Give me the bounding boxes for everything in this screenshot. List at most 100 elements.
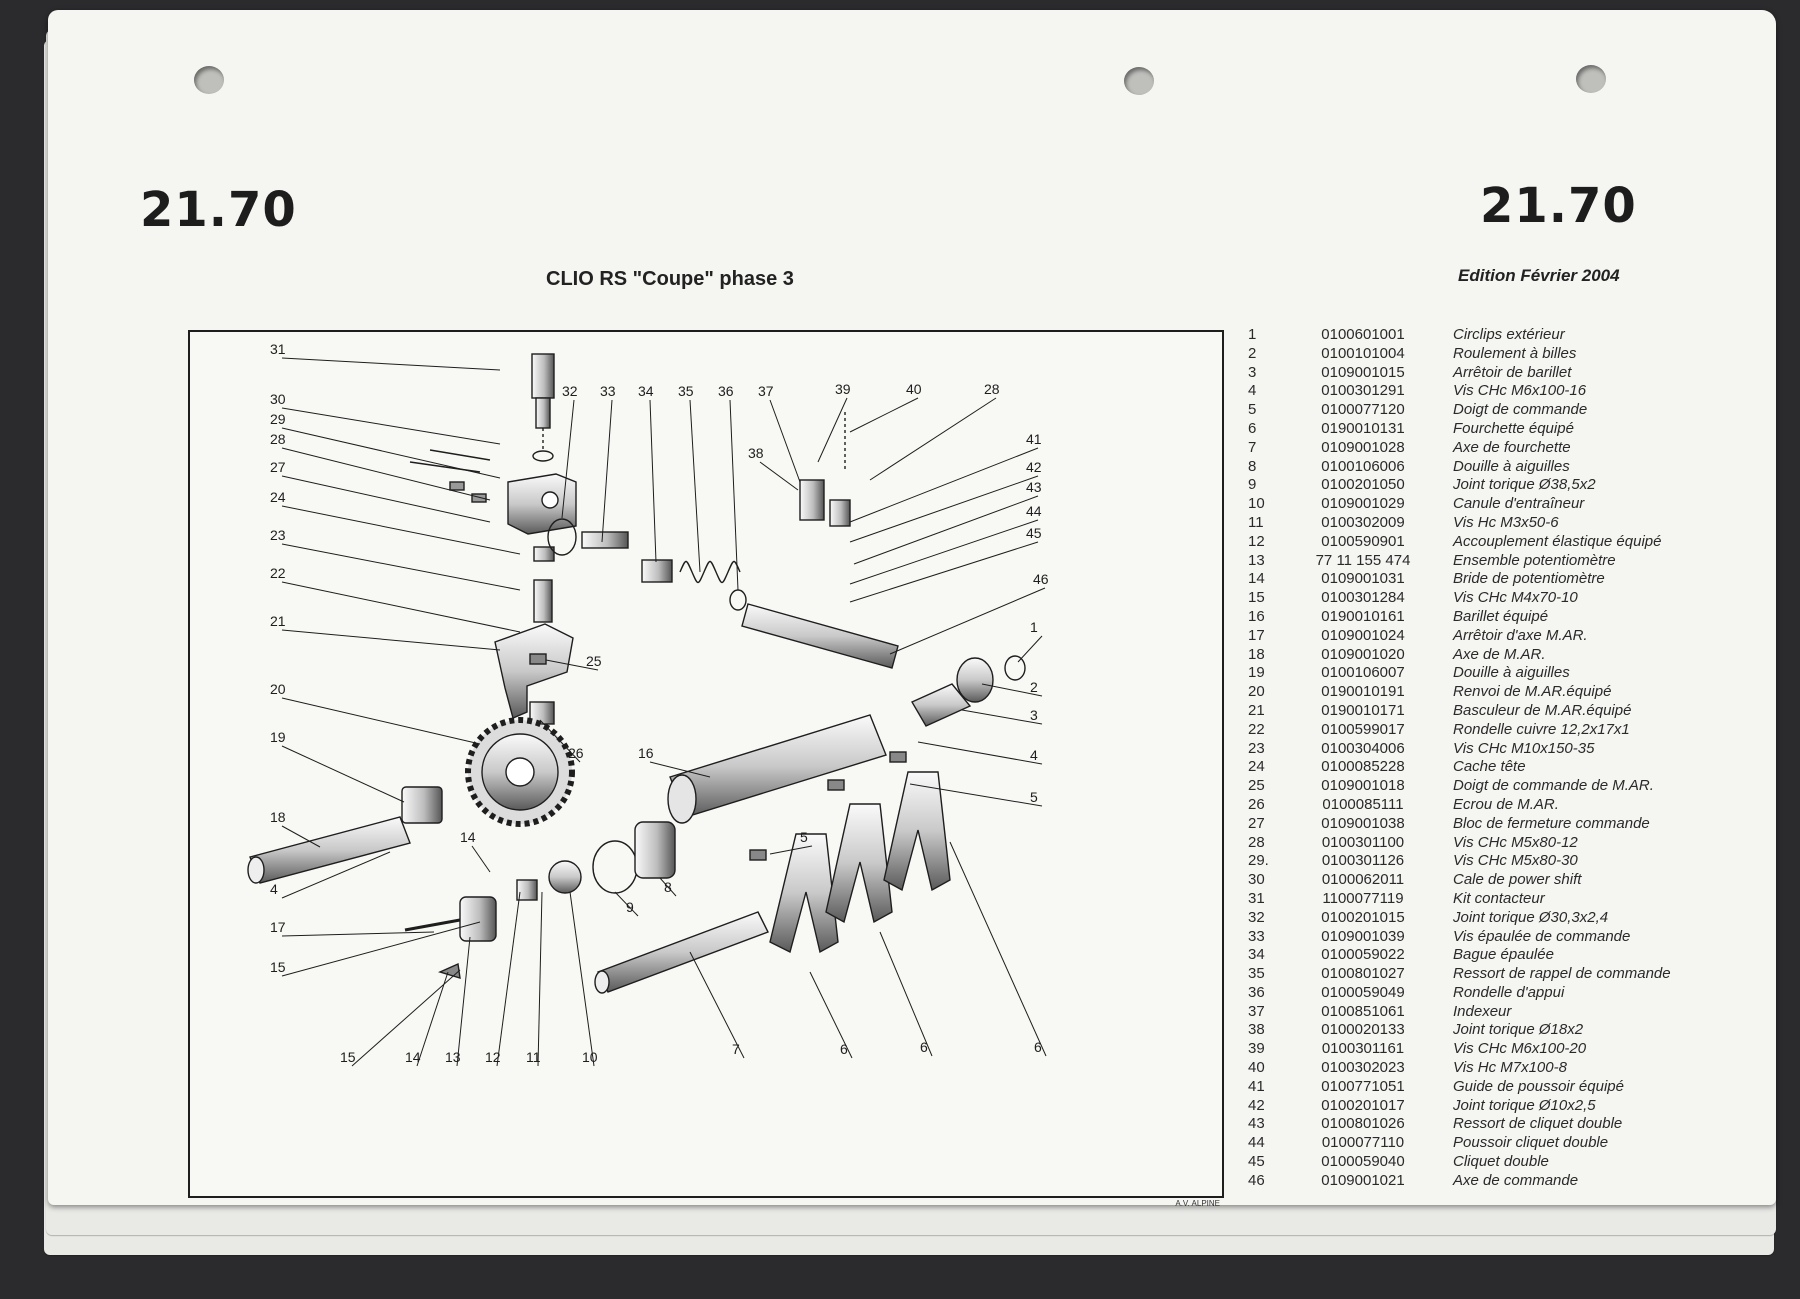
part-designation: Cache tête — [1453, 758, 1526, 776]
callout-leader-line — [614, 891, 639, 917]
part-designation: Poussoir cliquet double — [1453, 1134, 1609, 1152]
part-number: 36 — [1248, 983, 1265, 1001]
callout-leader-line — [849, 447, 1039, 523]
part-callout: 15 — [340, 1049, 356, 1065]
callout-leader-line — [659, 877, 677, 897]
part-number: 32 — [1248, 908, 1265, 926]
part-number: 35 — [1248, 965, 1265, 983]
callout-leader-line — [281, 357, 501, 371]
part-number: 6 — [1248, 419, 1257, 437]
part-designation: Vis CHc M6x100-20 — [1453, 1040, 1587, 1058]
part-number: 37 — [1248, 1002, 1265, 1020]
part-callout: 28 — [984, 381, 1000, 397]
part-designation: Accouplement élastique équipé — [1453, 532, 1662, 550]
part-callout: 22 — [270, 565, 286, 581]
callout-leader-line — [769, 399, 801, 483]
callout-leader-line — [689, 399, 701, 573]
part-callout: 11 — [526, 1049, 541, 1065]
part-number: 2 — [1248, 344, 1257, 362]
part-number: 20 — [1248, 683, 1265, 701]
part-callout: 4 — [270, 881, 278, 897]
part-number: 5 — [1248, 401, 1257, 419]
callout-leader-line — [416, 971, 449, 1067]
callout-leader-line — [961, 709, 1043, 725]
callout-leader-line — [281, 475, 491, 523]
binder-hole — [1576, 65, 1606, 93]
part-callout: 31 — [270, 341, 286, 357]
callout-leader-line — [569, 891, 595, 1067]
part-designation: Vis CHc M10x150-35 — [1453, 739, 1595, 757]
part-number: 7 — [1248, 438, 1257, 456]
part-reference: 0109001039 — [1321, 927, 1405, 945]
callout-leader-line — [281, 921, 481, 977]
edition-date: Edition Février 2004 — [1458, 266, 1620, 285]
callout-leader-line — [351, 969, 461, 1067]
part-callout: 1 — [1030, 619, 1038, 635]
part-callout: 39 — [835, 381, 851, 397]
part-callout: 6 — [840, 1041, 848, 1057]
drawing-credit: A.V. ALPINE — [1175, 1199, 1220, 1208]
part-number: 30 — [1248, 871, 1265, 889]
part-reference: 0100599017 — [1321, 720, 1405, 738]
part-reference: 0190010191 — [1321, 683, 1405, 701]
part-reference: 0100106006 — [1321, 457, 1405, 475]
callout-leader-line — [909, 783, 1043, 807]
part-reference: 0109001031 — [1321, 570, 1405, 588]
part-designation: Circlips extérieur — [1453, 326, 1565, 343]
part-callout: 17 — [270, 919, 286, 935]
part-reference: 0109001018 — [1321, 777, 1405, 795]
callout-leader-line — [601, 399, 613, 543]
part-reference: 0100085228 — [1321, 758, 1405, 776]
part-designation: Rondelle d'appui — [1453, 983, 1565, 1001]
part-number: 41 — [1248, 1077, 1265, 1095]
part-callout: 10 — [582, 1049, 598, 1065]
part-reference: 0100590901 — [1321, 532, 1405, 550]
callout-leader-line — [281, 697, 481, 745]
part-callout: 41 — [1026, 431, 1042, 447]
part-reference: 0100201015 — [1321, 908, 1405, 926]
callout-leader-line — [281, 505, 521, 555]
callout-leader-line — [879, 931, 933, 1057]
part-callout: 15 — [270, 959, 286, 975]
part-callout: 2 — [1030, 679, 1038, 695]
part-designation: Vis CHc M6x100-16 — [1453, 382, 1587, 400]
part-reference: 0100302023 — [1321, 1059, 1405, 1077]
part-number: 16 — [1248, 607, 1265, 625]
part-number: 27 — [1248, 814, 1265, 832]
part-callout: 7 — [732, 1041, 740, 1057]
part-number: 44 — [1248, 1134, 1265, 1152]
part-reference: 1100077119 — [1322, 889, 1404, 907]
page-number-left: 21.70 — [140, 182, 297, 238]
part-reference: 0100106007 — [1321, 664, 1405, 682]
part-callout: 28 — [270, 431, 286, 447]
part-number: 21 — [1248, 701, 1265, 719]
part-callout: 46 — [1033, 571, 1049, 587]
part-callout: 25 — [586, 653, 602, 669]
callout-leader-line — [281, 427, 501, 479]
part-callout: 33 — [600, 383, 616, 399]
part-designation: Indexeur — [1453, 1002, 1512, 1020]
part-number: 23 — [1248, 739, 1265, 757]
part-callout: 29 — [270, 411, 286, 427]
part-designation: Douille à aiguilles — [1453, 457, 1570, 475]
part-number: 19 — [1248, 664, 1265, 682]
